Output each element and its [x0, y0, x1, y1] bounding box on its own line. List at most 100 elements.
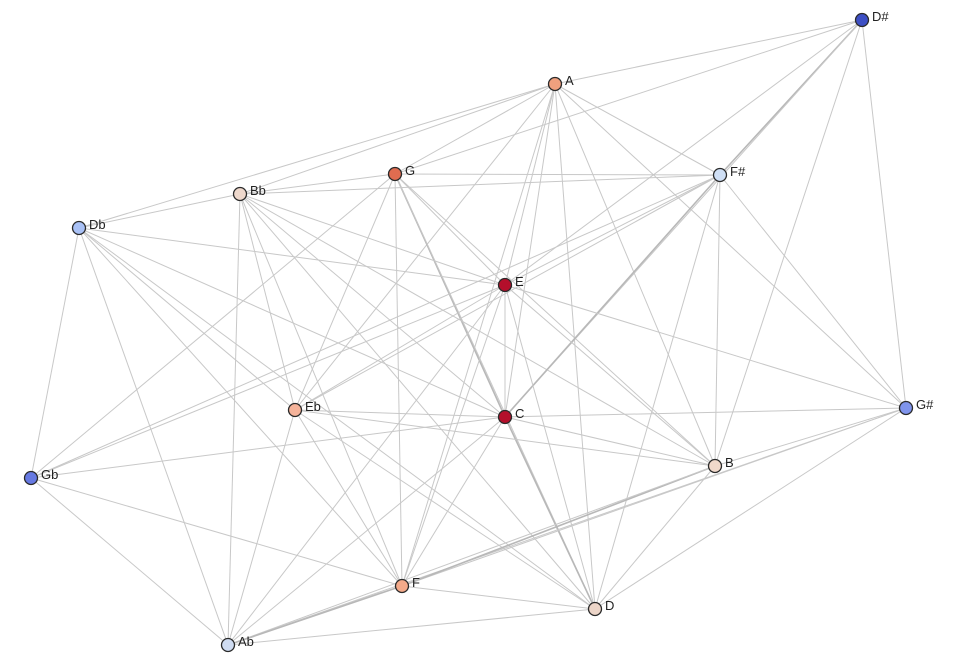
node-circle-gb[interactable]	[23, 470, 39, 486]
node-circle-g-sharp[interactable]	[898, 400, 914, 416]
edge-a-db	[78, 83, 556, 229]
node-d-sharp[interactable]: D#	[854, 9, 890, 28]
edge-dsharp-e	[504, 19, 863, 286]
edge-bb-db	[78, 193, 241, 229]
edges-layer	[30, 19, 907, 646]
edge-a-fsharp	[554, 83, 721, 176]
edge-eb-b	[294, 409, 716, 467]
edge-c-b	[504, 416, 716, 467]
node-label-b: B	[725, 455, 734, 470]
node-circle-c[interactable]	[497, 409, 513, 425]
edge-bb-ab	[227, 193, 241, 646]
edge-fsharp-d	[594, 174, 721, 610]
node-label-eb: Eb	[305, 399, 321, 414]
node-g-sharp[interactable]: G#	[898, 397, 935, 416]
edge-c-eb	[294, 409, 506, 418]
node-circle-e[interactable]	[497, 277, 513, 293]
node-circle-g[interactable]	[387, 166, 403, 182]
edge-e-gsharp	[504, 284, 907, 409]
node-label-bb: Bb	[250, 183, 266, 198]
node-label-d: D	[605, 598, 614, 613]
edge-bb-fsharp	[239, 174, 721, 195]
edge-g-gb	[30, 173, 396, 479]
edge-eb-ab	[227, 409, 296, 646]
node-circle-b[interactable]	[707, 458, 723, 474]
edge-gb-ab	[30, 477, 229, 646]
node-f-sharp[interactable]: F#	[712, 164, 746, 183]
edge-g-bb	[239, 173, 396, 195]
edge-g-eb	[294, 173, 396, 411]
node-circle-d[interactable]	[587, 601, 603, 617]
edge-e-b	[504, 284, 716, 467]
node-g[interactable]: G	[387, 163, 416, 182]
node-label-f: F	[412, 575, 420, 590]
node-label-f-sharp: F#	[730, 164, 746, 179]
node-circle-f-sharp[interactable]	[712, 167, 728, 183]
node-circle-d-sharp[interactable]	[854, 12, 870, 28]
edge-b-f	[401, 465, 716, 587]
edge-fsharp-gsharp	[719, 174, 907, 409]
edge-bb-f	[239, 193, 403, 587]
node-db[interactable]: Db	[71, 217, 106, 236]
edge-a-e	[504, 83, 556, 286]
edge-dsharp-a	[554, 19, 863, 85]
edge-a-b	[554, 83, 716, 467]
edge-a-c	[504, 83, 556, 418]
node-f[interactable]: F	[394, 575, 421, 594]
node-circle-f[interactable]	[394, 578, 410, 594]
edge-d-ab	[227, 608, 596, 646]
node-label-c: C	[515, 406, 524, 421]
edge-e-eb	[294, 284, 506, 411]
edge-db-eb	[78, 227, 296, 411]
edge-bb-b	[239, 193, 716, 467]
node-label-d-sharp: D#	[872, 9, 889, 24]
node-d[interactable]: D	[587, 598, 615, 617]
edge-bb-c	[239, 193, 506, 418]
edge-eb-d	[294, 409, 596, 610]
node-circle-ab[interactable]	[220, 637, 236, 653]
node-gb[interactable]: Gb	[23, 467, 59, 486]
node-circle-bb[interactable]	[232, 186, 248, 202]
edge-fsharp-gb	[30, 174, 721, 479]
node-bb[interactable]: Bb	[232, 183, 266, 202]
node-label-g-sharp: G#	[916, 397, 934, 412]
edge-b-d	[594, 465, 716, 610]
edge-dsharp-b	[714, 19, 863, 467]
edge-c-f	[401, 416, 506, 587]
edge-gsharp-d	[594, 407, 907, 610]
edge-db-c	[78, 227, 506, 418]
edge-a-bb	[239, 83, 556, 195]
edge-fsharp-b	[714, 174, 721, 467]
edge-c-gb	[30, 416, 506, 479]
edge-a-g	[394, 83, 556, 175]
edge-a-f	[401, 83, 556, 587]
node-a[interactable]: A	[547, 73, 575, 92]
node-circle-eb[interactable]	[287, 402, 303, 418]
node-label-e: E	[515, 274, 524, 289]
edge-dsharp-gsharp	[861, 19, 907, 409]
node-e[interactable]: E	[497, 274, 525, 293]
node-circle-a[interactable]	[547, 76, 563, 92]
edge-a-gsharp	[554, 83, 907, 409]
edge-gsharp-b	[714, 407, 907, 467]
edge-bb-d	[239, 193, 596, 610]
edge-g-b	[394, 173, 716, 467]
edge-e-ab	[227, 284, 506, 646]
node-label-a: A	[565, 73, 574, 88]
node-circle-db[interactable]	[71, 220, 87, 236]
edge-c-ab	[227, 416, 506, 646]
edge-e-f	[401, 284, 506, 587]
node-eb[interactable]: Eb	[287, 399, 321, 418]
edge-fsharp-c	[504, 174, 721, 418]
edge-a-eb	[294, 83, 556, 411]
node-c[interactable]: C	[497, 406, 525, 425]
node-b[interactable]: B	[707, 455, 734, 474]
node-label-g: G	[405, 163, 415, 178]
edge-a-d	[554, 83, 596, 610]
edge-c-d	[504, 416, 596, 610]
node-label-ab: Ab	[238, 634, 254, 649]
node-ab[interactable]: Ab	[220, 634, 254, 653]
